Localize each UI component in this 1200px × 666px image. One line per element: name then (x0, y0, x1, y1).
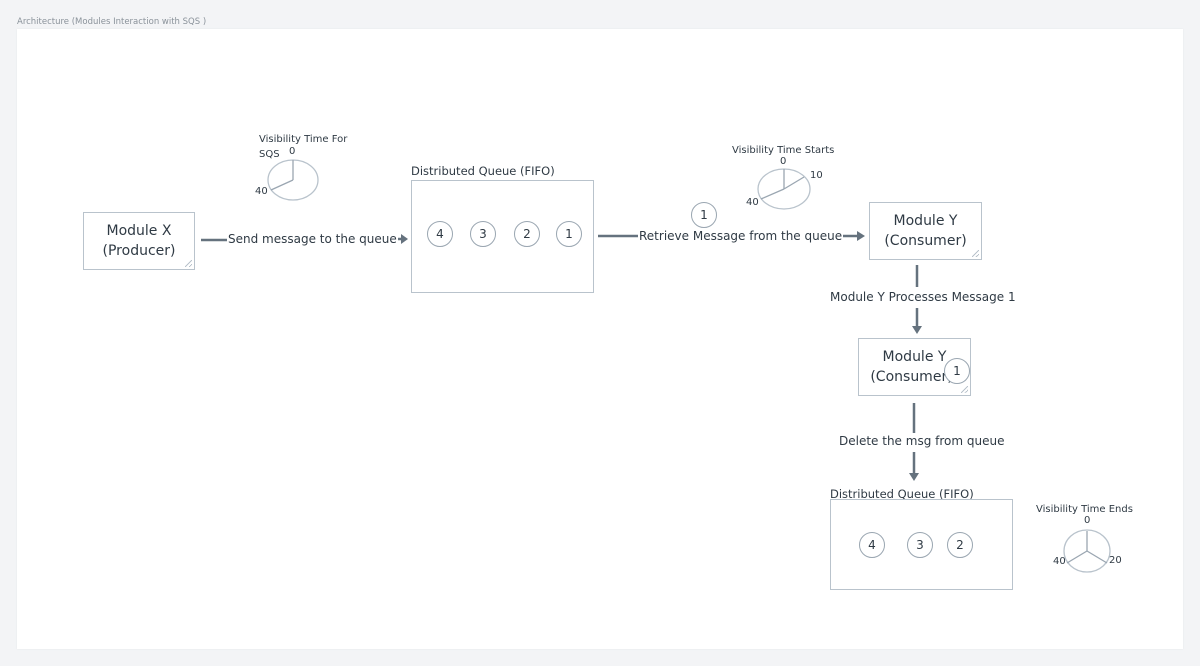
clock-starts-hand-left (760, 188, 785, 200)
clock-visibility-hand-left (270, 179, 294, 191)
module-x-node[interactable]: Module X (Producer) (83, 212, 195, 270)
clock-starts-hand-right (783, 176, 805, 190)
clock-ends-hand-left (1066, 550, 1088, 564)
resize-handle-icon[interactable] (185, 260, 192, 267)
module-y-node[interactable]: Module Y (Consumer) (869, 202, 982, 260)
queue-top-message[interactable]: 4 (427, 221, 453, 247)
clock-visibility-tick-40: 40 (255, 186, 268, 197)
clock-ends-title: Visibility Time Ends (1036, 504, 1133, 515)
queue-top-message[interactable]: 3 (470, 221, 496, 247)
queue-top-message[interactable]: 2 (514, 221, 540, 247)
clock-visibility-title-1: Visibility Time For (259, 134, 348, 145)
resize-handle-icon[interactable] (972, 250, 979, 257)
queue-top-message[interactable]: 1 (556, 221, 582, 247)
queue-bottom-title: Distributed Queue (FIFO) (830, 487, 974, 501)
delete-edge-label: Delete the msg from queue (838, 434, 1006, 448)
clock-starts-tick-40: 40 (746, 197, 759, 208)
queue-bottom-message[interactable]: 3 (907, 532, 933, 558)
clock-starts-title: Visibility Time Starts (732, 145, 835, 156)
retrieve-edge-label: Retrieve Message from the queue (638, 229, 844, 243)
module-x-name: Module X (106, 223, 172, 239)
clock-ends-tick-40: 40 (1053, 556, 1066, 567)
in-flight-message[interactable]: 1 (691, 202, 717, 228)
send-arrowhead (401, 234, 408, 244)
processing-message[interactable]: 1 (944, 358, 970, 384)
module-y-processing-name: Module Y (882, 349, 947, 365)
page-title: Architecture (Modules Interaction with S… (17, 17, 207, 27)
clock-visibility-title-2: SQS (259, 149, 280, 160)
module-y-processing-role: (Consumer) (870, 369, 953, 385)
module-x-role: (Producer) (102, 243, 176, 259)
module-y-processing-node[interactable]: Module Y (Consumer) (858, 338, 971, 396)
resize-handle-icon[interactable] (961, 386, 968, 393)
queue-top-title: Distributed Queue (FIFO) (411, 164, 555, 178)
module-y-role: (Consumer) (884, 233, 967, 249)
retrieve-arrowhead (857, 231, 865, 241)
clock-ends-hand-right (1086, 550, 1108, 564)
clock-starts-tick-0: 0 (780, 156, 787, 167)
clock-ends-tick-20: 20 (1109, 555, 1122, 566)
diagram-canvas[interactable]: Module X (Producer) Send message to the … (17, 29, 1183, 649)
process-edge-label: Module Y Processes Message 1 (829, 290, 1017, 304)
queue-bottom-message[interactable]: 4 (859, 532, 885, 558)
clock-visibility-tick-0: 0 (289, 146, 296, 157)
clock-starts-tick-10: 10 (810, 170, 823, 181)
delete-arrowhead (909, 473, 919, 481)
module-y-name: Module Y (893, 213, 958, 229)
connectors (201, 159, 1111, 573)
clock-ends-tick-0: 0 (1084, 515, 1091, 526)
process-arrowhead (912, 326, 922, 334)
queue-bottom-message[interactable]: 2 (947, 532, 973, 558)
send-edge-label: Send message to the queue (227, 232, 398, 246)
